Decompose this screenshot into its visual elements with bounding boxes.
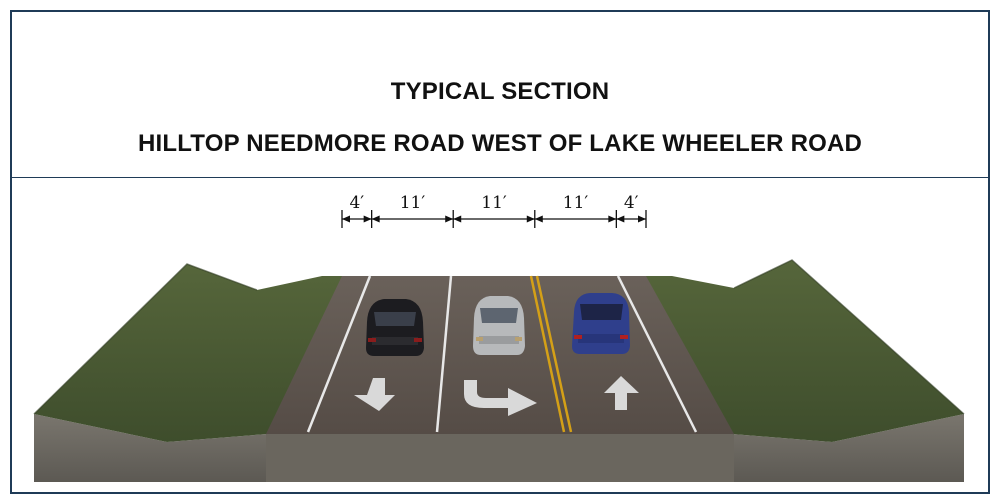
dimension-label: 11′ <box>481 193 507 213</box>
dimension-arrowhead <box>342 215 350 223</box>
dimension-arrowhead <box>445 215 454 223</box>
edge-line-left <box>306 275 372 433</box>
dimension-arrowhead <box>363 215 372 223</box>
soil-front-right <box>732 414 964 482</box>
dimension-label: 4′ <box>349 193 364 213</box>
dimension-arrowhead <box>616 215 625 223</box>
grass-right-embankment <box>644 260 964 442</box>
black-car <box>366 299 424 356</box>
grass-ridge-right <box>733 259 965 415</box>
dimension-label: 11′ <box>563 193 589 213</box>
down-arrow-marking <box>354 378 395 411</box>
dimension-arrowhead <box>371 215 380 223</box>
turn-right-arrow-marking <box>464 380 537 416</box>
road-name-title: HILLTOP NEEDMORE ROAD WEST OF LAKE WHEEL… <box>137 130 863 157</box>
lane-line-left <box>435 275 453 433</box>
blue-car <box>572 293 630 354</box>
dimension-label: 11′ <box>400 193 426 213</box>
dimension-arrowhead <box>638 215 646 223</box>
silver-car <box>473 296 525 355</box>
dimension-arrowhead <box>608 215 617 223</box>
center-line-b <box>535 275 573 433</box>
dimension-arrowhead <box>453 215 462 223</box>
grass-ridge-left <box>33 263 258 415</box>
center-line-a <box>529 275 566 433</box>
dimension-string: 4′ 11′ 11′ 11′ 4′ <box>341 193 647 228</box>
dimension-arrowhead <box>534 215 543 223</box>
soil-front-center <box>266 434 734 482</box>
edge-line-right <box>616 275 698 433</box>
road-cross-section: 4′ 11′ 11′ 11′ 4′ <box>33 193 965 482</box>
section-title: TYPICAL SECTION <box>390 78 610 105</box>
up-arrow-marking <box>604 376 639 410</box>
soil-front-left <box>34 414 267 482</box>
grass-left-embankment <box>34 264 344 442</box>
dimension-arrowhead <box>526 215 535 223</box>
title-header: TYPICAL SECTION HILLTOP NEEDMORE ROAD WE… <box>12 12 988 178</box>
figure-frame: TYPICAL SECTION HILLTOP NEEDMORE ROAD WE… <box>10 10 990 494</box>
dimension-label: 4′ <box>624 193 639 213</box>
